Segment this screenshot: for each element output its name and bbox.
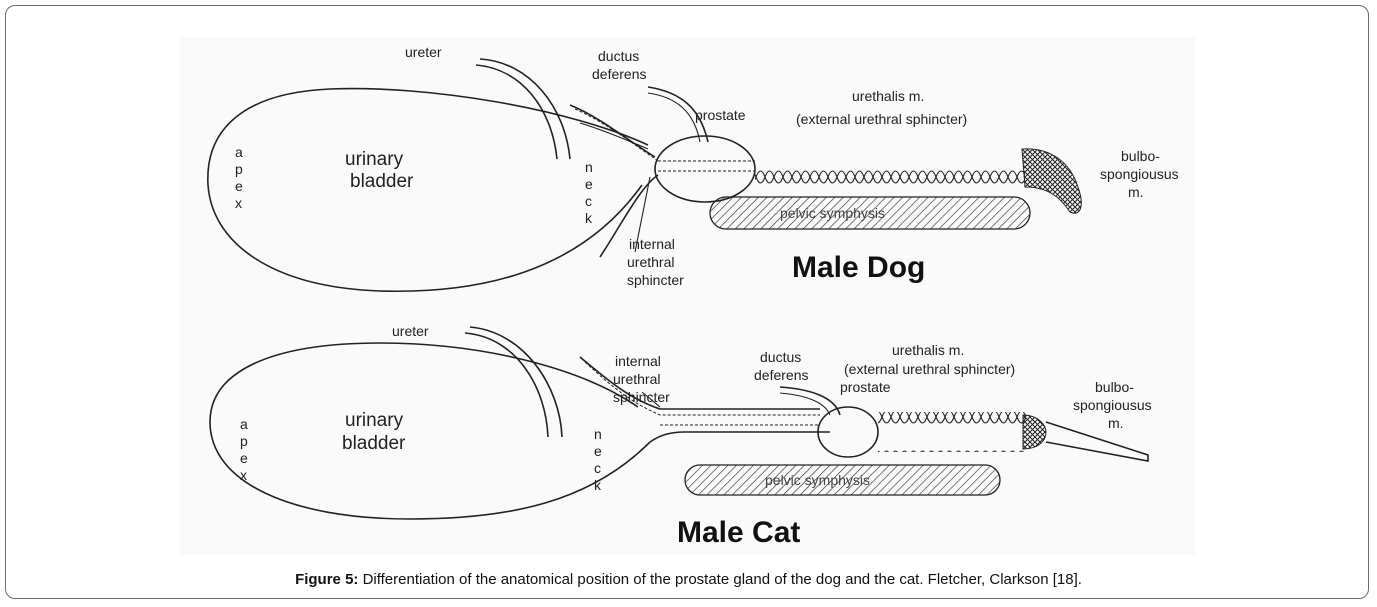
cat-ureter-line	[470, 327, 562, 437]
cat-urethra-lower	[650, 432, 830, 442]
figure-image: pelvic symphysis ureter ductus deferens …	[180, 37, 1195, 555]
cat-prostate-label: prostate	[840, 379, 891, 395]
dog-prostate	[655, 136, 755, 202]
cat-diagram: pelvic symphysis ureter internal urethra…	[210, 323, 1152, 549]
dog-bulbospongiosus	[1022, 149, 1081, 213]
dog-apex-p: p	[235, 161, 243, 177]
cat-ureter-line-2	[465, 333, 548, 437]
cat-internal-label-2: urethral	[613, 371, 660, 387]
dog-bladder-outline	[208, 89, 648, 292]
cat-urethalis-label-2: (external urethral sphincter)	[844, 361, 1015, 377]
cat-urethralis-chain	[878, 412, 1026, 452]
dog-title: Male Dog	[792, 251, 925, 284]
cat-apex-a: a	[240, 416, 248, 432]
cat-neck-n: n	[594, 426, 602, 442]
cat-bladder-outline	[210, 343, 650, 519]
cat-bulbo-label-3: m.	[1108, 415, 1124, 431]
cat-bulbo-label-2: spongiousus	[1073, 397, 1152, 413]
caption-label: Figure 5:	[295, 571, 358, 588]
dog-bulbo-label-1: bulbo-	[1121, 148, 1160, 164]
anatomy-diagram: pelvic symphysis ureter ductus deferens …	[180, 37, 1195, 555]
dog-ductus-label-2: deferens	[592, 66, 646, 82]
dog-urinary-label: urinary	[345, 149, 404, 170]
dog-urethalis-label-2: (external urethral sphincter)	[796, 111, 967, 127]
caption-text: Differentiation of the anatomical positi…	[358, 571, 1082, 588]
cat-apex-x: x	[240, 467, 247, 483]
cat-urethalis-label-1: urethalis m.	[892, 342, 964, 358]
dog-neck-k: k	[585, 210, 593, 226]
dog-neck-c: c	[585, 193, 592, 209]
dog-prostate-duct	[658, 161, 755, 171]
dog-internal-label-3: sphincter	[627, 272, 684, 288]
dog-neck-dash	[575, 109, 658, 161]
dog-neck-e: e	[585, 176, 593, 192]
cat-bulbo-label-1: bulbo-	[1095, 379, 1134, 395]
cat-bladder-label: bladder	[342, 433, 406, 454]
cat-neck-e: e	[594, 443, 602, 459]
cat-ductus-label-2: deferens	[754, 367, 808, 383]
dog-bulbo-label-3: m.	[1128, 184, 1144, 200]
dog-neck-n: n	[585, 159, 593, 175]
dog-prostate-label: prostate	[695, 107, 746, 123]
dog-internal-label-1: internal	[629, 236, 675, 252]
dog-apex-e: e	[235, 178, 243, 194]
cat-urinary-label: urinary	[345, 410, 404, 431]
dog-bladder-label: bladder	[350, 171, 414, 192]
cat-ductus-label-1: ductus	[760, 349, 801, 365]
dog-ureter-line	[480, 59, 570, 159]
dog-pelvic-label: pelvic symphysis	[780, 205, 885, 221]
dog-ureter-label: ureter	[405, 44, 442, 60]
dog-ductus-label-1: ductus	[598, 48, 639, 64]
cat-penis-taper	[1046, 422, 1148, 461]
cat-internal-label-1: internal	[615, 353, 661, 369]
dog-diagram: pelvic symphysis ureter ductus deferens …	[208, 44, 1179, 291]
cat-neck-k: k	[594, 477, 602, 493]
cat-bulbospongiosus	[1023, 415, 1046, 449]
cat-title: Male Cat	[677, 516, 800, 549]
dog-apex-x: x	[235, 195, 242, 211]
figure-caption: Figure 5: Differentiation of the anatomi…	[0, 571, 1377, 588]
dog-ductus-line-2	[648, 93, 700, 142]
dog-bulbo-label-2: spongiousus	[1100, 166, 1179, 182]
cat-apex-p: p	[240, 433, 248, 449]
dog-internal-label-2: urethral	[627, 254, 674, 270]
dog-urethralis-chain	[755, 149, 1025, 189]
dog-urethalis-label-1: urethalis m.	[852, 88, 924, 104]
cat-ureter-label: ureter	[392, 323, 429, 339]
cat-apex-e: e	[240, 450, 248, 466]
cat-internal-label-3: sphincter	[613, 389, 670, 405]
cat-neck-c: c	[594, 460, 601, 476]
cat-pelvic-label: pelvic symphysis	[765, 472, 870, 488]
dog-apex-a: a	[235, 144, 243, 160]
